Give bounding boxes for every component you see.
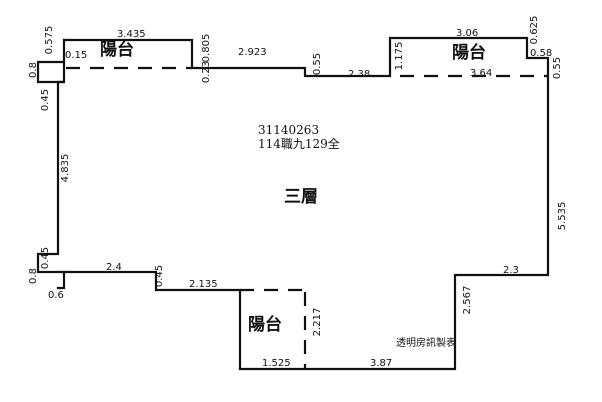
dim-top-mid: 2.923 xyxy=(238,47,267,58)
dim-top-left-balcony: 3.435 xyxy=(117,29,146,40)
room-label-balcony-right: 陽台 xyxy=(452,42,486,63)
room-label-balcony-left: 陽台 xyxy=(100,39,134,60)
dim-bottom-mid: 2.135 xyxy=(189,279,218,290)
building-code: 31140263 xyxy=(258,123,319,137)
dim-right-step: 0.55 xyxy=(552,57,563,79)
dim-left-balcony-depth: 0.805 xyxy=(201,34,212,63)
dim-top-right-wall: 2.38 xyxy=(348,69,370,80)
wall-left-notch xyxy=(56,60,66,84)
dim-notch-width: 0.15 xyxy=(65,50,87,61)
dim-right-notch: 0.58 xyxy=(530,48,552,59)
dim-left-wall-height: 4.835 xyxy=(60,154,71,183)
dim-left-top-rise: 0.575 xyxy=(44,26,55,55)
dim-bottom-balcony-depth: 2.217 xyxy=(312,308,323,337)
dim-left-bottom-notch: 0.8 xyxy=(28,268,39,284)
outer-wall xyxy=(36,38,66,290)
dim-left-top-notch: 0.8 xyxy=(28,62,39,78)
dim-right-balcony-rise: 1.175 xyxy=(394,42,405,71)
dim-left-lower-inset: 0.45 xyxy=(40,247,51,269)
dim-top-right-balcony: 3.06 xyxy=(456,28,478,39)
lot-code: 114職九129全 xyxy=(258,136,340,151)
dim-right-lower-height: 2.567 xyxy=(462,286,473,315)
dim-left-balcony-step: 0.23 xyxy=(201,61,212,83)
dim-right-balcony-inner: 3.64 xyxy=(470,68,492,79)
dim-bottom-right: 3.87 xyxy=(370,358,392,369)
dim-bottom-step: 0.45 xyxy=(154,265,165,287)
room-label-main-floor: 三層 xyxy=(284,187,318,207)
room-label-balcony-bottom: 陽台 xyxy=(248,314,282,335)
dim-top-step: 0.55 xyxy=(312,53,323,75)
dim-left-upper-inset: 0.45 xyxy=(40,89,51,111)
wall-left-upper xyxy=(62,36,550,371)
dim-right-wall-height: 5.535 xyxy=(557,202,568,231)
dim-right-top-rise: 0.625 xyxy=(529,16,540,45)
dim-bottom-left-notch: 0.6 xyxy=(48,290,64,301)
dim-right-lower-step: 2.3 xyxy=(503,265,519,276)
dim-bottom-left: 2.4 xyxy=(106,262,122,273)
maker-text: 透明房訊製表 xyxy=(396,336,456,349)
dim-bottom-balcony-width: 1.525 xyxy=(262,358,291,369)
